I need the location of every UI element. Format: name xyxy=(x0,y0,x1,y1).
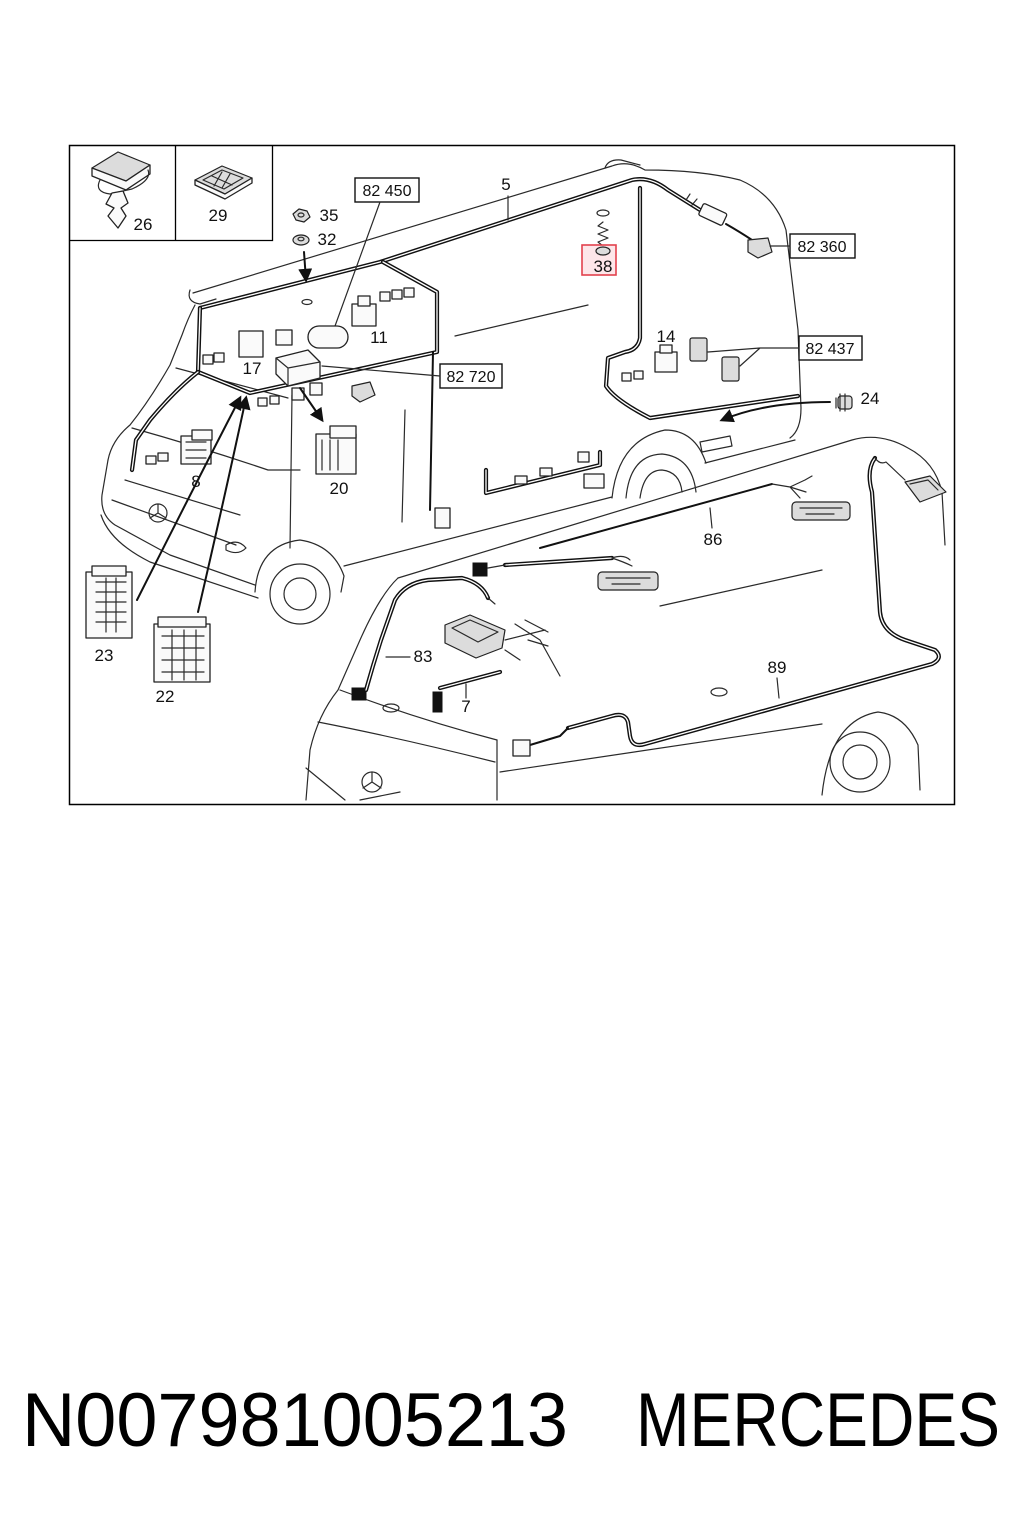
upper-van-rear-wheel xyxy=(625,453,697,499)
harness-5-roof xyxy=(197,177,753,311)
arrow-from-part-22 xyxy=(197,395,251,613)
callout-86-leader xyxy=(709,507,713,529)
ref-82450-label: 82 450 xyxy=(363,183,412,200)
lower-van-body-outline xyxy=(305,436,946,801)
harness-lower-side xyxy=(483,449,605,496)
lower-van-wheel xyxy=(829,731,891,793)
washer-32-icon xyxy=(292,234,310,246)
callout-26-label: 26 xyxy=(134,215,153,234)
dome-light-icon xyxy=(444,614,561,677)
interior-lamp-82450 xyxy=(307,325,349,349)
callout-5-label: 5 xyxy=(501,175,510,194)
control-unit-82720 xyxy=(275,349,376,403)
relay-block-23-icon xyxy=(85,565,133,639)
nut-leader-arrow xyxy=(298,251,313,283)
roof-lamp-icon xyxy=(904,475,947,503)
relay-block-22-icon xyxy=(153,616,211,683)
diagram-frame xyxy=(68,144,956,806)
ref-box-82450: 82 450 xyxy=(354,177,420,203)
side-marker-lamp-rear xyxy=(791,501,851,521)
ref-82720-leader xyxy=(321,365,441,377)
callout-86-label: 86 xyxy=(704,530,723,549)
side-marker-lamp-front xyxy=(597,571,659,591)
ref-box-82360: 82 360 xyxy=(789,233,856,259)
screw-38-washer-icon xyxy=(595,246,611,256)
relay-20-icon xyxy=(315,425,357,475)
clip-part-icon xyxy=(91,151,151,229)
ref-82437-label: 82 437 xyxy=(806,341,855,358)
upper-van-front-wheel xyxy=(269,563,331,625)
harness-overhead-panel xyxy=(129,259,451,529)
nut-35-icon xyxy=(292,208,311,223)
panel-connector xyxy=(434,507,451,529)
grommet-24-icon xyxy=(835,393,853,412)
ref-82720-label: 82 720 xyxy=(447,369,496,386)
relay-8-icon xyxy=(180,429,213,465)
part-17-icon xyxy=(238,329,293,358)
small-connectors-upper xyxy=(145,287,644,465)
part-14-icon xyxy=(654,344,678,373)
switches-82437 xyxy=(689,337,740,382)
callout-17-label: 17 xyxy=(243,359,262,378)
mercedes-star-upper-icon xyxy=(148,503,168,523)
inset-dividers xyxy=(69,145,274,242)
callout-89-leader xyxy=(776,677,780,699)
harness-89 xyxy=(512,455,941,757)
lower-mount-hole-side xyxy=(710,687,728,697)
lower-mount-hole-front xyxy=(382,703,400,713)
callout-32-label: 32 xyxy=(318,230,337,249)
arrow-to-part-20 xyxy=(299,387,324,423)
arrow-from-part-23 xyxy=(136,395,242,601)
ref-box-82437: 82 437 xyxy=(798,335,863,361)
mercedes-star-lower-icon xyxy=(361,771,383,793)
retainer-part-icon xyxy=(194,165,253,200)
brand-name: MERCEDES xyxy=(636,1378,1000,1463)
callout-38-label: 38 xyxy=(594,257,613,276)
rear-lamp-connector-82360 xyxy=(747,237,773,259)
screw-38-icon xyxy=(596,209,610,247)
ref-82437-leader xyxy=(707,347,800,367)
harness-86 xyxy=(472,475,813,577)
callout-11-label: 11 xyxy=(370,328,388,347)
upper-van-body-outline xyxy=(100,159,802,599)
harness-rear-upper xyxy=(603,185,801,421)
callout-35-label: 35 xyxy=(320,206,339,225)
callout-89-label: 89 xyxy=(768,658,787,677)
callout-7-label: 7 xyxy=(461,697,470,716)
arrow-from-part-24 xyxy=(719,401,831,423)
callout-83-label: 83 xyxy=(414,647,433,666)
part-11-icon xyxy=(351,295,377,327)
callout-23-label: 23 xyxy=(95,646,114,665)
harness-83 xyxy=(351,575,496,701)
callout-22-label: 22 xyxy=(156,687,175,706)
part-number: N007981005213 xyxy=(22,1378,568,1463)
callout-29-label: 29 xyxy=(209,206,228,225)
mount-hole xyxy=(301,298,313,306)
ref-82450-leader xyxy=(334,201,381,327)
ref-box-82720: 82 720 xyxy=(439,363,503,389)
callout-20-label: 20 xyxy=(330,479,349,498)
callout-14-label: 14 xyxy=(657,327,676,346)
part-7-bar-icon xyxy=(432,669,503,713)
callout-24-label: 24 xyxy=(861,389,880,408)
ref-82360-label: 82 360 xyxy=(798,239,847,256)
